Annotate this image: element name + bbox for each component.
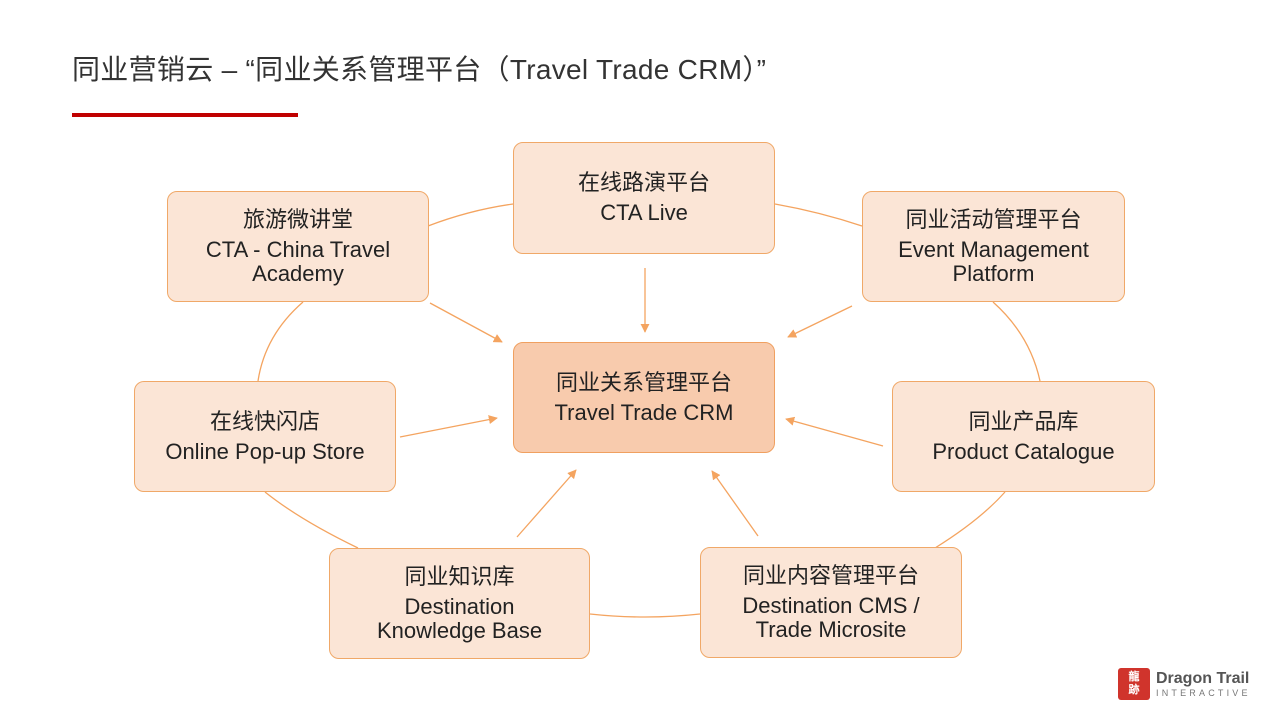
title-underline (72, 113, 298, 117)
ring-arc-right-lower (934, 491, 1006, 549)
page-title: 同业营销云 – “同业关系管理平台（Travel Trade CRM）” (72, 54, 767, 85)
dragon-trail-logo: 龍 跡 Dragon Trail INTERACTIVE (1118, 668, 1251, 700)
node-product-catalogue: 同业产品库 Product Catalogue (892, 381, 1155, 492)
node-destination-cms: 同业内容管理平台 Destination CMS / Trade Microsi… (700, 547, 962, 658)
arrow-from-event-mgmt (787, 305, 853, 338)
node-knowledge-base-zh: 同业知识库 (404, 563, 515, 589)
node-cta-academy: 旅游微讲堂 CTA - China Travel Academy (167, 191, 429, 302)
node-popup-store-zh: 在线快闪店 (209, 408, 320, 434)
arrow-from-popup-store (399, 415, 498, 438)
dragon-trail-logo-icon: 龍 跡 (1118, 668, 1150, 700)
node-cta-live: 在线路演平台 CTA Live (513, 142, 775, 254)
logo-name: Dragon Trail (1156, 669, 1250, 687)
ring-arc-right-upper (992, 301, 1041, 382)
node-popup-store: 在线快闪店 Online Pop-up Store (134, 381, 396, 492)
node-event-management: 同业活动管理平台 Event Management Platform (862, 191, 1125, 302)
ring-arc-top-right (774, 203, 863, 227)
node-cta-academy-en: CTA - China Travel Academy (205, 236, 391, 286)
node-travel-trade-crm-en: Travel Trade CRM (554, 399, 734, 425)
ring-arc-left-lower (264, 491, 359, 549)
node-travel-trade-crm: 同业关系管理平台 Travel Trade CRM (513, 342, 775, 453)
node-product-catalogue-en: Product Catalogue (932, 438, 1115, 464)
arrow-from-product-catalogue (785, 416, 884, 447)
node-cta-live-zh: 在线路演平台 (577, 170, 710, 195)
node-popup-store-en: Online Pop-up Store (165, 438, 365, 464)
node-event-management-en: Event Management Platform (898, 236, 1089, 286)
arrow-from-cms (711, 470, 759, 537)
node-travel-trade-crm-zh: 同业关系管理平台 (555, 369, 732, 395)
logo-subtitle: INTERACTIVE (1156, 687, 1251, 698)
node-knowledge-base-en: Destination Knowledge Base (376, 593, 543, 643)
ring-arc-bottom (589, 613, 701, 618)
node-cta-live-en: CTA Live (600, 200, 688, 225)
node-cta-academy-zh: 旅游微讲堂 (242, 206, 353, 232)
arrow-from-cta-academy (429, 302, 503, 343)
node-product-catalogue-zh: 同业产品库 (968, 408, 1079, 434)
ring-arc-left-upper (257, 301, 304, 382)
logo-text: Dragon Trail INTERACTIVE (1156, 670, 1251, 699)
arrow-from-knowledge-base (516, 469, 577, 538)
node-event-management-zh: 同业活动管理平台 (905, 206, 1082, 232)
node-destination-cms-zh: 同业内容管理平台 (742, 562, 919, 588)
node-knowledge-base: 同业知识库 Destination Knowledge Base (329, 548, 590, 659)
node-destination-cms-en: Destination CMS / Trade Microsite (742, 592, 920, 642)
ring-arc-top-left (427, 203, 514, 227)
